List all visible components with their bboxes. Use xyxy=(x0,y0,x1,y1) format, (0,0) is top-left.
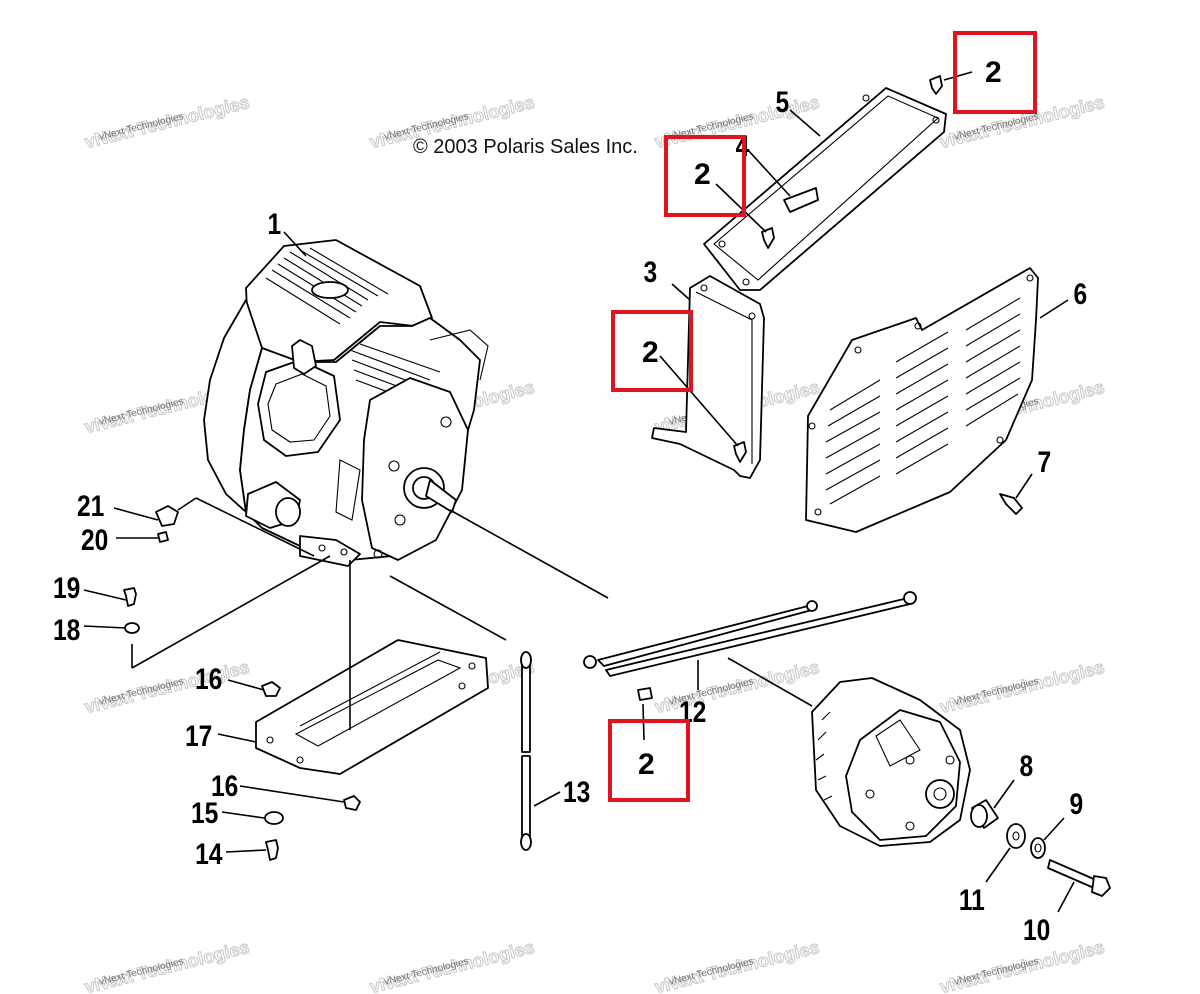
callout-8: 8 xyxy=(1020,749,1034,783)
copyright-text: © 2003 Polaris Sales Inc. xyxy=(413,136,638,158)
callout-2: 2 xyxy=(694,158,711,191)
callout-20: 20 xyxy=(81,523,108,557)
callout-17: 17 xyxy=(185,719,212,753)
highlight-box-callout-2: 2 xyxy=(953,31,1037,114)
side-plate-part-3 xyxy=(651,275,765,479)
washer-part-9 xyxy=(1030,837,1046,859)
washer-part-11 xyxy=(1006,823,1026,849)
watermark: vNext Technologies vNext Technologies xyxy=(82,936,252,994)
watermark: vNext Technologies vNext Technologies xyxy=(937,936,1107,994)
bolt-part-14 xyxy=(265,839,279,861)
leader-lines xyxy=(83,71,1075,913)
watermarks: vNext Technologies vNext Technologies vN… xyxy=(82,91,1107,994)
engine-part-1 xyxy=(203,239,489,567)
highlight-boxes: 2 2 2 2 xyxy=(608,31,1037,802)
callout-14: 14 xyxy=(195,837,223,871)
watermark: vNext Technologies vNext Technologies xyxy=(82,91,252,152)
callout-19: 19 xyxy=(53,571,80,605)
rod-part-13 xyxy=(520,651,532,851)
callout-3: 3 xyxy=(644,255,658,289)
clutch-assembly xyxy=(811,677,971,847)
callout-21: 21 xyxy=(77,489,104,523)
fastener-2 xyxy=(929,75,943,95)
nut-part-16 xyxy=(261,681,281,697)
watermark: vNext Technologies vNext Technologies xyxy=(367,936,537,994)
callout-13: 13 xyxy=(563,775,590,809)
fastener-2 xyxy=(637,687,653,701)
assembly-lines xyxy=(131,497,813,730)
washer-part-15 xyxy=(264,811,284,825)
fastener-2 xyxy=(761,227,775,249)
callout-2: 2 xyxy=(985,56,1002,89)
callout-numbers: 1 3 4 5 6 7 8 9 10 11 12 13 14 15 16 16 … xyxy=(53,85,1087,947)
callout-2: 2 xyxy=(638,748,655,781)
nut-part-16 xyxy=(343,795,361,811)
callout-9: 9 xyxy=(1070,787,1084,821)
callout-18: 18 xyxy=(53,613,80,647)
watermark: vNext Technologies vNext Technologies xyxy=(652,936,822,994)
base-plate-part-17 xyxy=(255,639,489,775)
fastener-2 xyxy=(733,441,747,463)
highlight-box-callout-2: 2 xyxy=(611,310,693,392)
watermark: vNext Technologies vNext Technologies xyxy=(937,91,1107,152)
rod-part-12 xyxy=(583,591,917,677)
screw-part-7 xyxy=(999,493,1023,515)
fasteners xyxy=(123,75,1023,861)
louvered-panel-part-6 xyxy=(805,267,1039,533)
callout-16: 16 xyxy=(211,769,238,803)
bolt-part-19 xyxy=(123,587,137,607)
callout-11: 11 xyxy=(959,883,985,917)
callout-2: 2 xyxy=(642,336,659,369)
callout-7: 7 xyxy=(1038,445,1052,479)
spacer-part-8 xyxy=(970,799,999,829)
highlight-box-callout-2: 2 xyxy=(608,719,690,802)
callout-5: 5 xyxy=(776,85,790,119)
fitting-part-21 xyxy=(155,505,179,527)
washer-part-18 xyxy=(124,622,140,634)
watermark: vNext Technologies vNext Technologies xyxy=(82,656,252,717)
callout-1: 1 xyxy=(268,207,282,241)
callout-6: 6 xyxy=(1074,277,1088,311)
callout-12: 12 xyxy=(679,695,706,729)
watermark: vNext Technologies vNext Technologies xyxy=(652,656,822,717)
callout-15: 15 xyxy=(191,796,218,830)
callout-16: 16 xyxy=(195,662,222,696)
nut-part-20 xyxy=(157,531,169,543)
bolt-part-10 xyxy=(1047,859,1111,897)
callout-10: 10 xyxy=(1023,913,1050,947)
watermark: vNext Technologies vNext Technologies xyxy=(937,656,1107,717)
highlight-box-callout-2: 2 xyxy=(664,135,746,217)
